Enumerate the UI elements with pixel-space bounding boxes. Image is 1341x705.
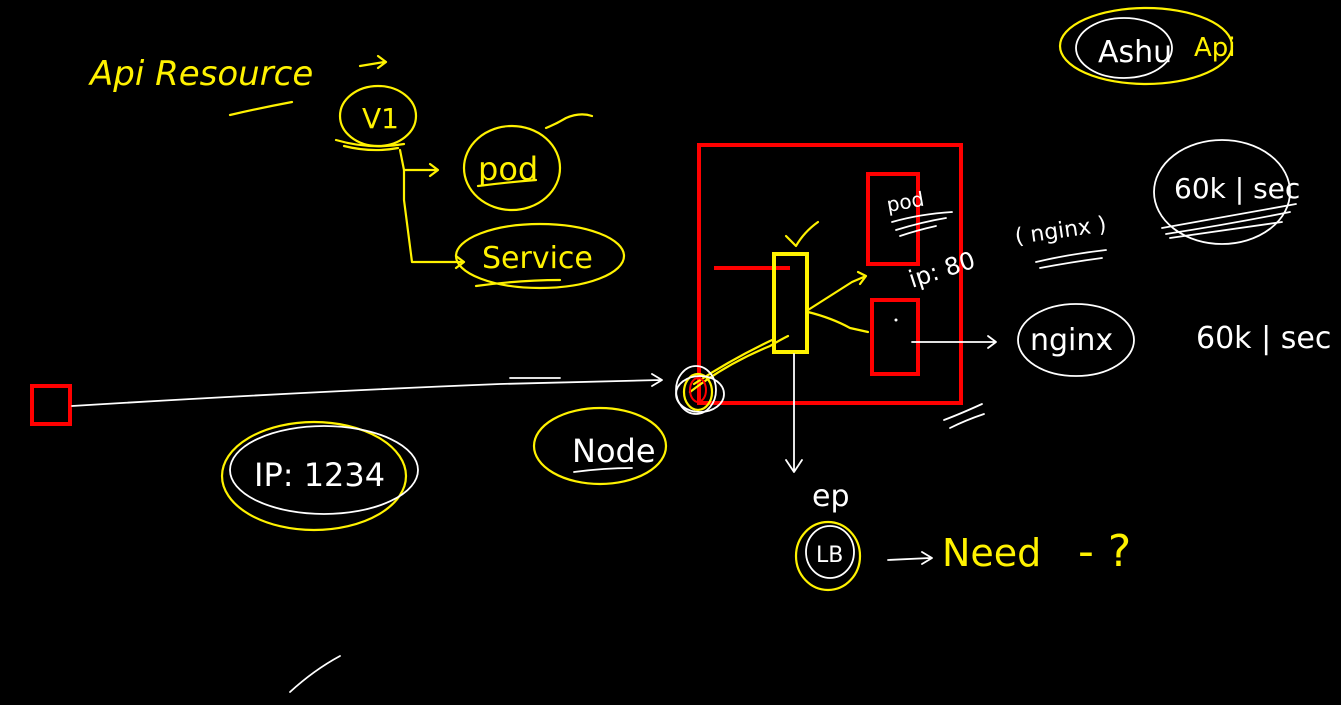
node-box-scribble: [943, 403, 985, 429]
lb-label: LB: [816, 543, 843, 568]
node-label: Node: [572, 432, 656, 470]
rate-top-scribble: [1161, 203, 1297, 239]
ashu-circle: [1075, 17, 1173, 79]
ashu-api-outer-circle: [1058, 6, 1234, 86]
arrow-down-to-ep: [785, 353, 803, 473]
node-underline: [573, 467, 633, 473]
service-circle: [454, 222, 626, 290]
client-to-node-line: [71, 373, 663, 407]
need-label: Need: [942, 531, 1041, 575]
client-box: [30, 384, 72, 426]
arrow-to-pod: [806, 270, 868, 312]
ip-outer-circle: [220, 420, 408, 532]
node-box-group: pod: [688, 143, 985, 429]
lb-group: ep LB Need - ?: [785, 353, 1131, 592]
nginx-paren-label: ( nginx ): [1013, 212, 1108, 250]
nginx-label: nginx: [1030, 323, 1113, 358]
rate-top-label: 60k | sec: [1174, 172, 1300, 205]
stray-stroke: [289, 655, 341, 693]
node-circle: [532, 406, 668, 486]
api-label: Api: [1194, 33, 1236, 63]
pod-inside-scribble: [891, 211, 953, 237]
rate-top-group: 60k | sec: [1153, 139, 1300, 245]
rate-bottom-label: 60k | sec: [1196, 321, 1331, 356]
arrow-to-need: [887, 551, 933, 565]
pod-box: [866, 172, 920, 266]
client-group: IP: 1234: [30, 373, 663, 532]
v1-label: V1: [362, 102, 399, 135]
pod-checkmark: [544, 113, 594, 130]
port-scribble-yellow: [682, 372, 714, 412]
service-underline: [474, 278, 562, 288]
ep-label: ep: [812, 479, 850, 514]
node-box: [697, 143, 963, 405]
nginx-paren-underline: [1035, 249, 1107, 269]
arrow-to-v1: [358, 54, 388, 70]
branch-to-service: [402, 168, 466, 270]
branch-to-pod: [398, 148, 440, 178]
pod-circle: [462, 124, 562, 212]
rate-top-circle: [1153, 139, 1291, 245]
nginx-pod-dot: [894, 318, 898, 322]
nginx-circle: [1017, 303, 1135, 377]
lb-outer-circle: [794, 520, 862, 592]
arrow-to-nginx-circle: [911, 335, 997, 349]
service-label: Service: [482, 241, 593, 276]
nginx-annotation-group: ip: 80 ( nginx ) nginx 60k | sec: [905, 212, 1331, 377]
v1-underline: [334, 138, 406, 152]
ip-1234-label: IP: 1234: [254, 456, 385, 494]
ashu-label: Ashu: [1098, 35, 1172, 70]
api-resource-label: Api Resource: [88, 54, 313, 94]
ip-inner-circle: [229, 425, 419, 515]
service-box: [772, 252, 809, 354]
nginx-pod-box: [870, 298, 920, 376]
node-label-group: Node: [532, 406, 668, 486]
arrow-to-nginx: [806, 310, 870, 334]
service-checkmark: [784, 220, 820, 248]
lb-inner-circle: [805, 525, 855, 579]
api-resource-tree: Api Resource V1 pod Service: [88, 54, 626, 290]
node-port-scribble: [675, 365, 725, 415]
ashu-api-group: Ashu Api: [1058, 6, 1236, 86]
api-resource-underline: [228, 100, 294, 117]
question-label: - ?: [1078, 526, 1131, 577]
port-scribble-white-2: [675, 375, 725, 413]
port-scribble-red: [689, 377, 707, 403]
pod-underline: [476, 178, 538, 188]
